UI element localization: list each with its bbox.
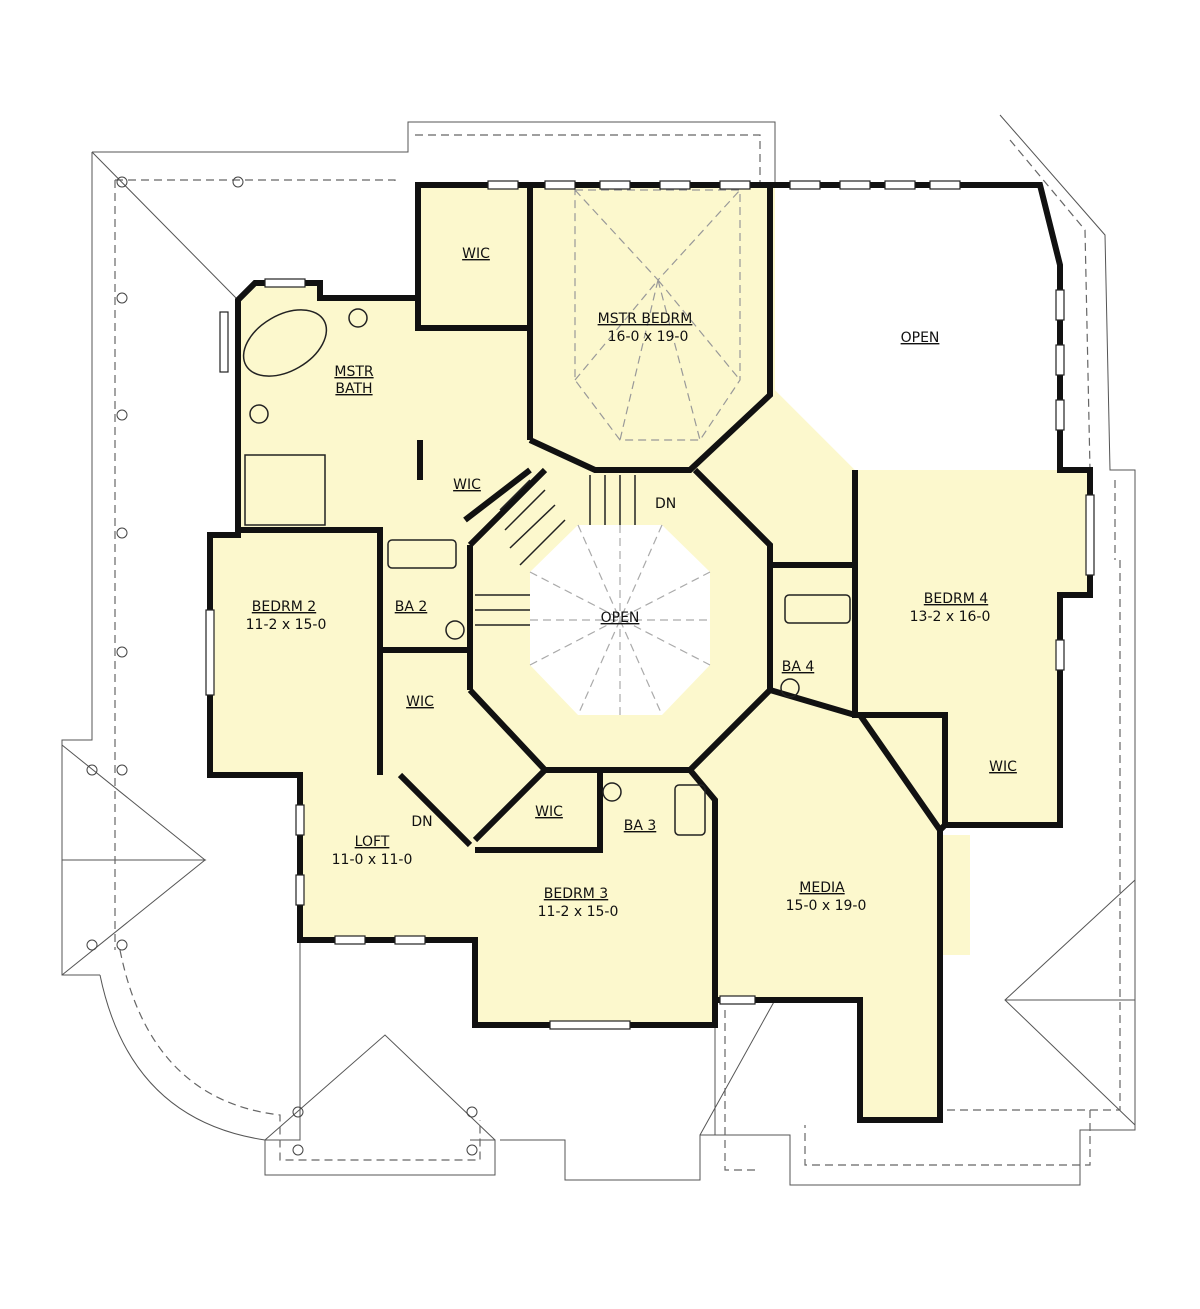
- open-upper-label: OPEN: [901, 330, 940, 346]
- fixtures: [242, 308, 851, 836]
- roof-dashed-lines: [114, 134, 1121, 1171]
- stair-down-label: DN: [655, 496, 676, 512]
- loft-label: LOFT: [355, 834, 390, 850]
- loft-size: 11-0 x 11-0: [332, 852, 413, 868]
- room-labels: WIC MSTR BEDRM 16-0 x 19-0 OPEN MSTR BAT…: [246, 246, 1017, 920]
- open-center-label: OPEN: [601, 610, 640, 626]
- bath-4-label: BA 4: [782, 659, 815, 675]
- bedroom-4-size: 13-2 x 16-0: [910, 609, 991, 625]
- walls: [207, 182, 1093, 1123]
- wic-bedroom-2-label: WIC: [406, 694, 434, 710]
- room-fills: [210, 185, 1090, 1120]
- bath-2-label: BA 2: [395, 599, 428, 615]
- wic-bedroom-4-label: WIC: [989, 759, 1017, 775]
- bath-3-label: BA 3: [624, 818, 657, 834]
- media-size: 15-0 x 19-0: [786, 898, 867, 914]
- loft-stair-down-label: DN: [411, 814, 432, 830]
- master-bedroom-label: MSTR BEDRM: [598, 311, 693, 327]
- master-bath-label-1: MSTR: [334, 364, 374, 380]
- master-bath-label-2: BATH: [335, 381, 372, 397]
- windows: [205, 180, 1095, 1030]
- bedroom-3-size: 11-2 x 15-0: [538, 904, 619, 920]
- wic-master-label: WIC: [462, 246, 490, 262]
- bedroom-2-label: BEDRM 2: [252, 599, 316, 615]
- wic-bath-label: WIC: [453, 477, 481, 493]
- master-bedroom-size: 16-0 x 19-0: [608, 329, 689, 345]
- bedroom-2-size: 11-2 x 15-0: [246, 617, 327, 633]
- bedroom-4-label: BEDRM 4: [924, 591, 988, 607]
- wic-bedroom-3-label: WIC: [535, 804, 563, 820]
- columns: [86, 176, 478, 1156]
- media-label: MEDIA: [799, 880, 845, 896]
- bedroom-3-label: BEDRM 3: [544, 886, 608, 902]
